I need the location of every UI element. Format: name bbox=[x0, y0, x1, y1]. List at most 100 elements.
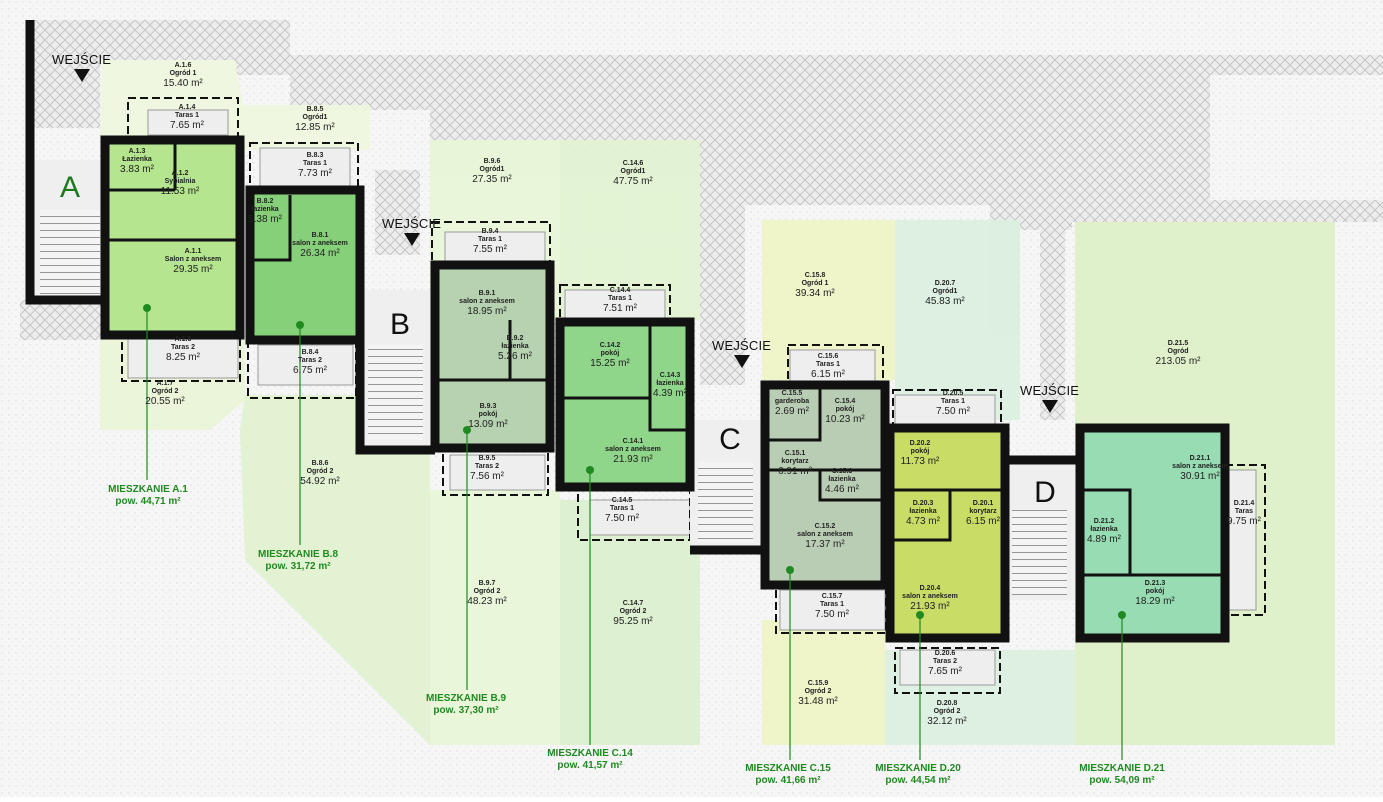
room-name: Taras 1 bbox=[820, 601, 844, 609]
room-name: Ogród bbox=[1167, 348, 1189, 356]
room-name: Ogród1 bbox=[479, 166, 505, 174]
paved-paths bbox=[20, 20, 1383, 420]
room-code: C.15.2 bbox=[814, 523, 836, 530]
room-area: 95.25 m² bbox=[613, 616, 653, 628]
room-area: 31.48 m² bbox=[798, 696, 838, 708]
room-code: B.8.1 bbox=[311, 232, 329, 239]
room-code: C.15.7 bbox=[821, 593, 843, 600]
room-code: A.1.6 bbox=[174, 62, 192, 69]
room-name: salon z aneksem bbox=[292, 240, 348, 248]
room-code: D.20.2 bbox=[909, 440, 931, 447]
room-code: D.20.3 bbox=[912, 500, 934, 507]
room-area: 7.50 m² bbox=[936, 406, 970, 418]
room-name: Ogród1 bbox=[620, 168, 646, 176]
room-area: 48.23 m² bbox=[467, 596, 507, 608]
room-code: B.8.2 bbox=[256, 198, 274, 205]
room-code: A.1.2 bbox=[171, 170, 189, 177]
partitions bbox=[105, 140, 1225, 577]
room-area: 26.34 m² bbox=[300, 248, 340, 260]
room-area: 17.37 m² bbox=[805, 539, 845, 551]
block-label-c: C bbox=[719, 423, 741, 456]
room-name: łazienka bbox=[1090, 526, 1118, 534]
room-code: A.1.7 bbox=[156, 380, 174, 387]
room-name: Ogród 1 bbox=[801, 280, 829, 288]
room-area: 10.23 m² bbox=[825, 414, 865, 426]
room-code: D.20.6 bbox=[934, 650, 956, 657]
room-code: C.15.6 bbox=[817, 353, 839, 360]
room-code: D.20.8 bbox=[936, 700, 958, 707]
room-area: 11.53 m² bbox=[160, 186, 200, 198]
room-area: 29.35 m² bbox=[173, 264, 213, 276]
room-code: B.9.7 bbox=[478, 580, 496, 587]
room-area: 4.89 m² bbox=[1087, 534, 1121, 546]
room-area: 7.51 m² bbox=[603, 303, 637, 315]
room-area: 47.75 m² bbox=[613, 176, 653, 188]
room-name: Taras 1 bbox=[478, 236, 502, 244]
room-code: C.14.5 bbox=[611, 497, 633, 504]
room-code: C.15.1 bbox=[784, 450, 806, 457]
room-area: 5.26 m² bbox=[498, 351, 532, 363]
room-code: C.14.6 bbox=[622, 160, 644, 167]
room-name: Sypialnia bbox=[164, 178, 196, 186]
room-name: Ogród 2 bbox=[804, 688, 832, 696]
room-area: 45.83 m² bbox=[925, 296, 965, 308]
room-name: salon z aneksem bbox=[605, 446, 661, 454]
room-name: Taras 2 bbox=[171, 344, 195, 352]
room-area: 6.15 m² bbox=[966, 516, 1000, 528]
room-name: łazienka bbox=[656, 380, 684, 388]
room-code: D.20.4 bbox=[919, 585, 941, 592]
room-code: D.21.4 bbox=[1233, 500, 1255, 507]
room-name: Taras bbox=[1234, 508, 1254, 516]
room-code: C.15.9 bbox=[807, 680, 829, 687]
room-area: 13.09 m² bbox=[468, 419, 508, 431]
apartment-markers bbox=[143, 304, 1126, 619]
room-area: 6.15 m² bbox=[811, 369, 845, 381]
room-code: C.14.3 bbox=[659, 372, 681, 379]
room-area: 5.38 m² bbox=[248, 214, 282, 226]
room-area: 4.39 m² bbox=[653, 388, 687, 400]
room-code: D.21.3 bbox=[1144, 580, 1166, 587]
room-code: B.9.6 bbox=[483, 158, 501, 165]
room-area: 21.93 m² bbox=[910, 601, 950, 613]
room-code: D.21.5 bbox=[1167, 340, 1189, 347]
room-area: 9.75 m² bbox=[1227, 516, 1261, 528]
room-code: B.8.5 bbox=[306, 106, 324, 113]
room-code: C.15.5 bbox=[781, 390, 803, 397]
room-area: 7.73 m² bbox=[298, 168, 332, 180]
room-name: Ogród 2 bbox=[473, 588, 501, 596]
room-name: garderoba bbox=[774, 398, 810, 406]
room-code: A.1.5 bbox=[174, 336, 192, 343]
room-name: pokój bbox=[835, 406, 855, 414]
room-name: Ogród 2 bbox=[619, 608, 647, 616]
room-name: Ogród 1 bbox=[169, 70, 197, 78]
room-name: Taras 1 bbox=[816, 361, 840, 369]
room-name: salon z aneksem bbox=[797, 531, 853, 539]
room-name: salon z aneksem bbox=[1172, 463, 1228, 471]
room-name: Salon z aneksem bbox=[164, 256, 222, 264]
block-label-d: D bbox=[1034, 476, 1056, 509]
apartment-fills bbox=[105, 140, 1225, 638]
room-name: korytarz bbox=[969, 508, 997, 516]
room-area: 21.93 m² bbox=[613, 454, 653, 466]
entrance-marker-b: WEJŚCIE bbox=[382, 216, 441, 246]
room-area: 3.83 m² bbox=[120, 164, 154, 176]
